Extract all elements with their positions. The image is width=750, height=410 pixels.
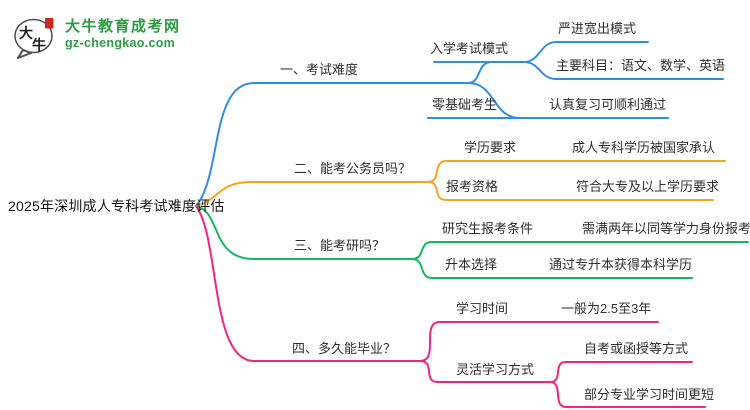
node-education-requirement: 学历要求 <box>464 140 517 155</box>
root-node-title: 2025年深圳成人专科考试难度评估 <box>8 198 225 214</box>
branch-2-child-2-line <box>427 181 714 201</box>
branch-4-grandchild-1-line <box>549 361 693 383</box>
branch-4-grandchild-2-line <box>549 381 706 408</box>
branch-2-main-line <box>195 181 429 207</box>
branch-1-grandchild-1-line <box>523 41 649 63</box>
branch-2-civil-servant-question: 二、能考公务员吗？ <box>294 161 412 176</box>
logo-char-niu: 牛 <box>32 37 46 53</box>
branch-1-child-2-line <box>427 82 669 119</box>
site-url: gz-chengkao.com <box>65 36 176 50</box>
node-two-years-equivalent: 需满两年以同等学力身份报考 <box>582 221 750 236</box>
branch-3-child-1-line <box>411 241 749 260</box>
branch-1-grandchild-2-line <box>523 61 724 80</box>
node-state-recognized-degree: 成人专科学历被国家承认 <box>572 140 716 155</box>
node-study-duration: 学习时间 <box>456 301 509 316</box>
branch-1-child-1-line <box>433 61 525 84</box>
node-strict-in-easy-out: 严进宽出模式 <box>558 21 637 36</box>
branch-3-postgraduate-question: 三、能考研吗？ <box>294 238 386 253</box>
site-logo[interactable]: 大 牛 大牛教育成考网 gz-chengkao.com <box>12 9 181 59</box>
node-zero-base-candidates: 零基础考生 <box>432 97 498 112</box>
node-upgrade-choice: 升本选择 <box>445 257 498 272</box>
branch-3-child-2-line <box>411 258 693 279</box>
node-main-subjects: 主要科目：语文、数学、英语 <box>556 58 726 73</box>
branch-1-main-line <box>195 82 469 207</box>
branch-2-child-1-line <box>427 160 726 183</box>
branch-4-child-1-line <box>419 321 659 362</box>
branch-1-exam-difficulty: 一、考试难度 <box>280 62 359 77</box>
node-entrance-exam-mode: 入学考试模式 <box>430 41 509 56</box>
node-self-study-correspondence: 自考或函授等方式 <box>584 341 689 356</box>
node-apply-qualification: 报考资格 <box>446 179 499 194</box>
branch-4-child-2-line <box>419 360 551 383</box>
branch-4-graduation-time-question: 四、多久能毕业？ <box>292 341 397 356</box>
node-meet-college-degree: 符合大专及以上学历要求 <box>576 179 720 194</box>
node-shorter-duration-majors: 部分专业学习时间更短 <box>584 387 715 402</box>
branch-4-main-line <box>195 205 421 362</box>
node-pass-with-review: 认真复习可顺利通过 <box>549 97 667 112</box>
logo-char-da: 大 <box>19 25 33 41</box>
branch-3-main-line <box>195 205 413 260</box>
daniu-bull-logo-icon: 大 牛 <box>14 18 54 59</box>
site-name: 大牛教育成考网 <box>65 18 181 35</box>
node-duration-value: 一般为2.5至3年 <box>561 301 652 316</box>
node-postgrad-apply-condition: 研究生报考条件 <box>442 221 534 236</box>
node-flexible-study-mode: 灵活学习方式 <box>456 362 535 377</box>
node-upgrade-to-bachelor: 通过专升本获得本科学历 <box>549 257 693 272</box>
